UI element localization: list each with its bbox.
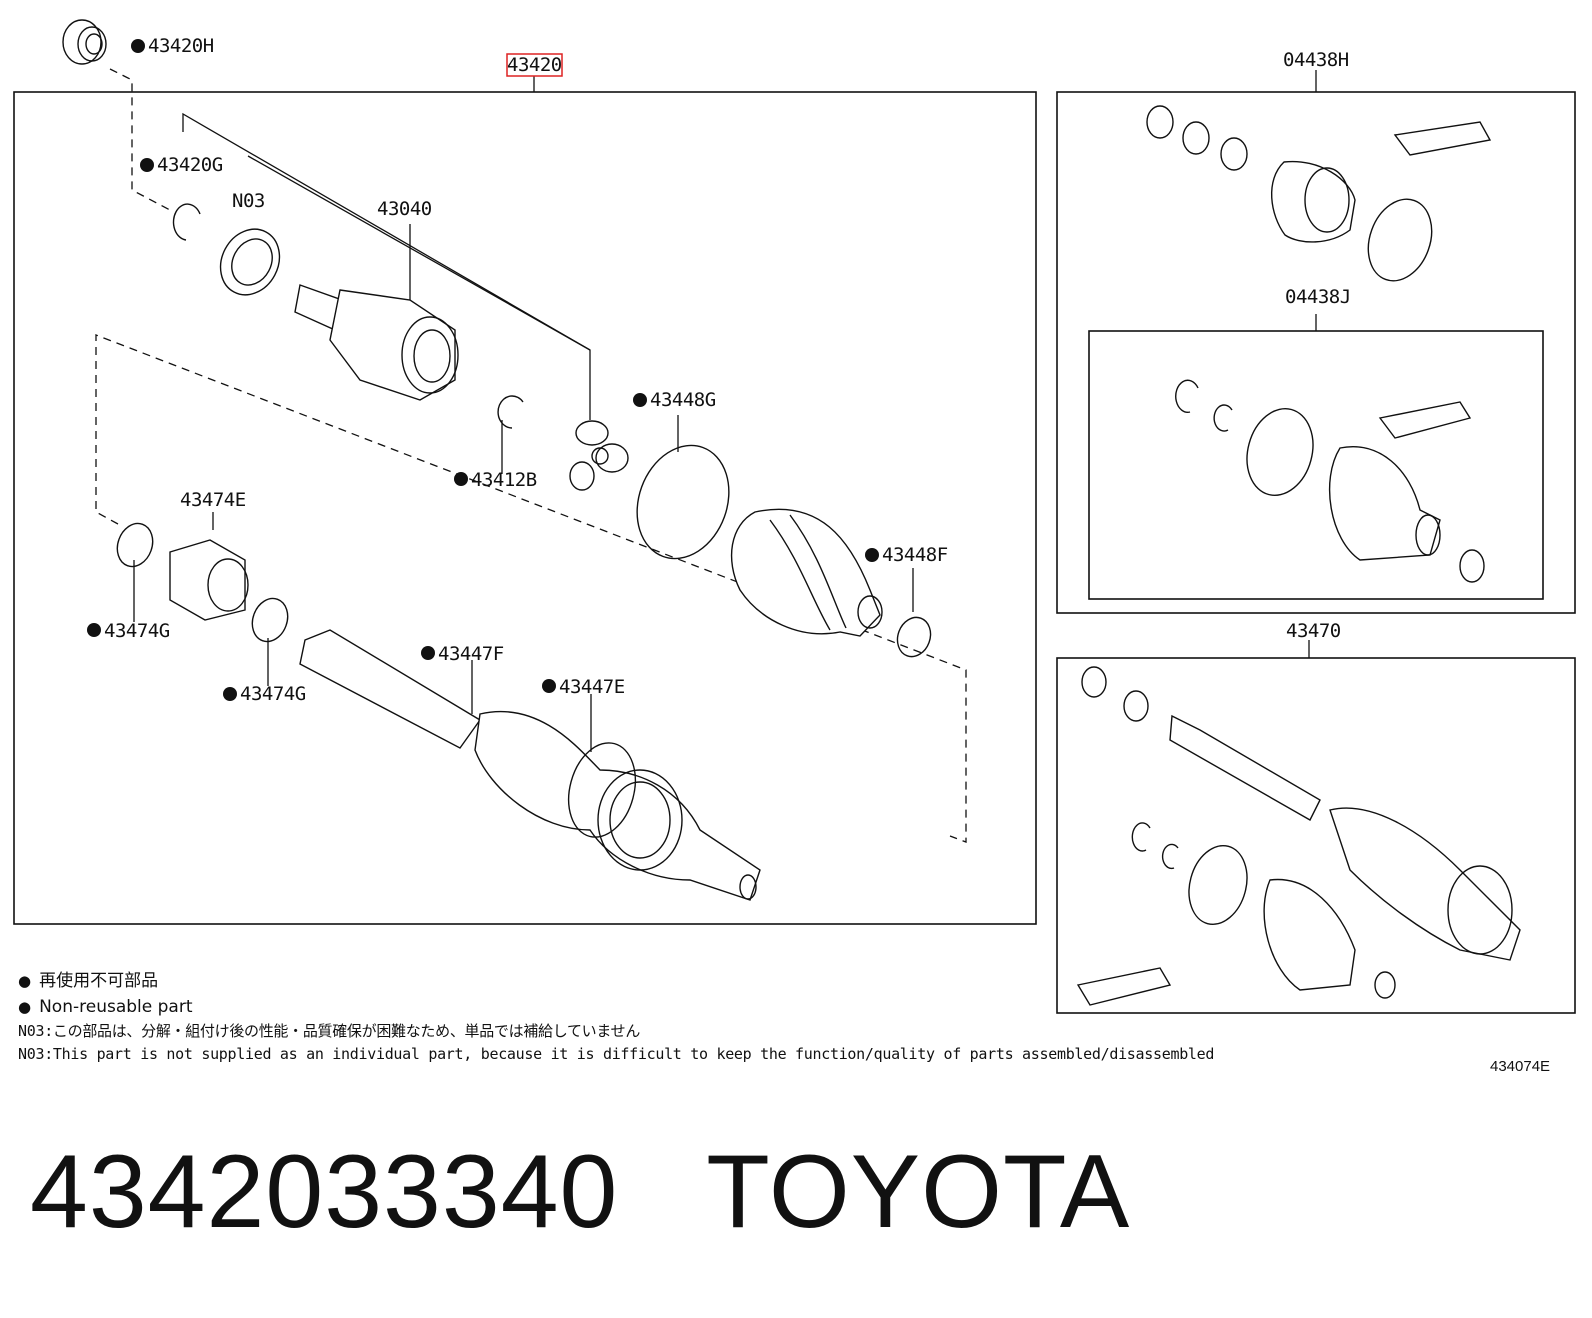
drive-shaft-main bbox=[299, 629, 761, 901]
boot-kit-04438J-parts bbox=[1175, 379, 1485, 583]
ring-N03 bbox=[219, 228, 281, 296]
label-43412B: 43412B bbox=[471, 469, 537, 491]
clamp-43448F bbox=[896, 616, 932, 658]
snap-ring-43420G bbox=[172, 203, 201, 241]
tripod-joint bbox=[569, 420, 629, 491]
label-43448G: 43448G bbox=[650, 389, 716, 411]
label-43474G-b: 43474G bbox=[240, 683, 306, 705]
notes-block: ●再使用不可部品 ●Non-reusable part N03:この部品は、分解… bbox=[18, 968, 1214, 1066]
note-n03-en: N03:This part is not supplied as an indi… bbox=[18, 1045, 1215, 1063]
shaft-assembly-frame bbox=[1056, 657, 1576, 1014]
clip-43412B bbox=[497, 395, 524, 429]
boot-43448 bbox=[730, 508, 883, 637]
clamp-43474G-a bbox=[116, 522, 154, 568]
main-assembly-frame bbox=[13, 91, 1037, 925]
seal-43420H bbox=[62, 19, 107, 65]
legend-en: ●Non-reusable part bbox=[18, 997, 193, 1017]
boot-kit-04438H-parts bbox=[1146, 105, 1492, 282]
band-43448G bbox=[636, 444, 730, 560]
bullet: ● bbox=[18, 972, 32, 990]
label-43447F: 43447F bbox=[438, 643, 504, 665]
label-43420H: 43420H bbox=[148, 35, 214, 57]
bullet: ● bbox=[18, 998, 32, 1016]
clamp-43474G-b bbox=[251, 597, 289, 643]
label-04438H: 04438H bbox=[1283, 49, 1349, 71]
inboard-housing-43040 bbox=[294, 284, 459, 401]
legend-jp: ●再使用不可部品 bbox=[18, 971, 159, 991]
title-separator bbox=[618, 1134, 706, 1250]
label-43474G-a: 43474G bbox=[104, 620, 170, 642]
label-43474E: 43474E bbox=[180, 489, 246, 511]
label-43470: 43470 bbox=[1286, 620, 1341, 642]
highlight-box bbox=[506, 53, 563, 77]
label-43447E: 43447E bbox=[559, 676, 625, 698]
page-title: 4342033340 TOYOTA bbox=[30, 1140, 1130, 1244]
figure-code: 434074E bbox=[1490, 1058, 1551, 1075]
part-number: 4342033340 bbox=[30, 1134, 619, 1250]
label-04438J: 04438J bbox=[1285, 286, 1351, 308]
label-43420: 43420 bbox=[507, 54, 562, 76]
boot-kit-frame bbox=[1056, 91, 1576, 614]
damper-43474E bbox=[169, 539, 249, 621]
brand-name: TOYOTA bbox=[706, 1134, 1131, 1250]
label-43040: 43040 bbox=[377, 198, 432, 220]
label-43420G: 43420G bbox=[157, 154, 223, 176]
note-n03-jp: N03:この部品は、分解・組付け後の性能・品質確保が困難なため、単品では補給して… bbox=[18, 1022, 641, 1040]
shaft-assembly-43470-parts bbox=[1076, 666, 1521, 1006]
boot-kit-inner-frame bbox=[1088, 330, 1544, 600]
label-N03: N03 bbox=[232, 190, 265, 212]
label-43448F: 43448F bbox=[882, 544, 948, 566]
